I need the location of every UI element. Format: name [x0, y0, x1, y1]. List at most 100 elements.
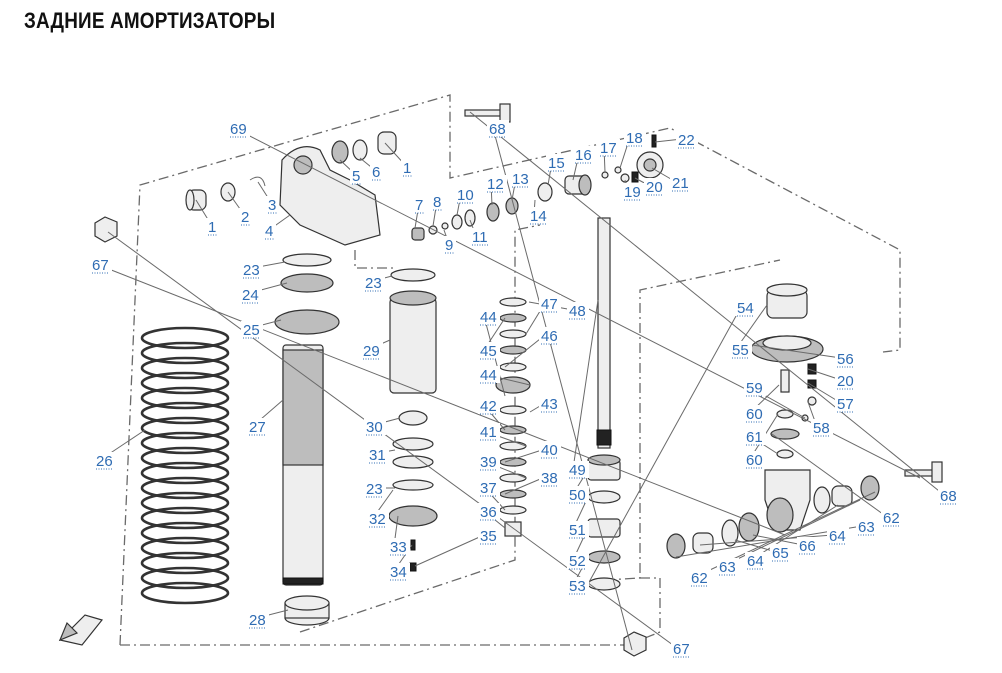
callout-background	[811, 419, 833, 436]
snap-ring-64-right	[813, 486, 831, 514]
callout-background	[241, 261, 263, 278]
bushing-1-right	[377, 131, 397, 155]
part-callout[interactable]: 60	[746, 406, 763, 423]
callout-background	[598, 139, 620, 156]
part-callout[interactable]: 16	[575, 147, 592, 164]
part-callout[interactable]: 23	[365, 275, 382, 292]
part-callout[interactable]: 67	[673, 641, 690, 658]
washer-10	[451, 214, 463, 230]
part-callout[interactable]: 68	[940, 488, 957, 505]
part-callout[interactable]: 29	[363, 343, 380, 360]
leader-line	[504, 476, 546, 495]
part-callout[interactable]: 62	[691, 570, 708, 587]
part-callout[interactable]: 53	[569, 578, 586, 595]
part-callout[interactable]: 17	[600, 140, 617, 157]
part-callout[interactable]: 32	[369, 511, 386, 528]
spring-coil	[140, 581, 230, 605]
part-callout[interactable]: 43	[541, 396, 558, 413]
part-callout[interactable]: 9	[445, 237, 453, 254]
part-callout[interactable]: 18	[626, 130, 643, 147]
callout-background	[443, 236, 456, 253]
part-callout[interactable]: 58	[813, 420, 830, 437]
part-callout[interactable]: 21	[672, 175, 689, 192]
part-callout[interactable]: 44	[480, 367, 497, 384]
part-callout[interactable]: 66	[799, 538, 816, 555]
part-callout[interactable]: 47	[541, 296, 558, 313]
part-callout[interactable]: 19	[624, 184, 641, 201]
part-callout[interactable]: 59	[746, 380, 763, 397]
part-callout[interactable]: 51	[569, 522, 586, 539]
part-callout[interactable]: 22	[678, 132, 695, 149]
part-callout[interactable]: 1	[208, 219, 216, 236]
part-callout[interactable]: 37	[480, 480, 497, 497]
part-callout[interactable]: 63	[719, 559, 736, 576]
part-callout[interactable]: 69	[230, 121, 247, 138]
snap-ring-64-left	[721, 519, 739, 547]
callout-background	[470, 228, 492, 245]
spring-coil	[140, 326, 230, 350]
part-callout[interactable]: 28	[249, 612, 266, 629]
part-callout[interactable]: 30	[366, 419, 383, 436]
part-callout[interactable]: 24	[242, 287, 259, 304]
part-callout[interactable]: 40	[541, 442, 558, 459]
part-callout[interactable]: 65	[772, 545, 789, 562]
part-callout[interactable]: 62	[883, 510, 900, 527]
washer-6	[352, 139, 368, 161]
part-callout[interactable]: 6	[372, 164, 380, 181]
part-callout[interactable]: 11	[472, 229, 488, 246]
callout-background	[478, 397, 500, 414]
part-callout[interactable]: 33	[390, 539, 407, 556]
part-callout[interactable]: 67	[92, 257, 109, 274]
part-callout[interactable]: 27	[249, 419, 266, 436]
cap-34	[409, 562, 417, 572]
part-callout[interactable]: 5	[352, 168, 360, 185]
part-callout[interactable]: 3	[268, 197, 276, 214]
part-callout[interactable]: 56	[837, 351, 854, 368]
part-callout[interactable]: 26	[96, 453, 113, 470]
part-callout[interactable]: 36	[480, 504, 497, 521]
part-callout[interactable]: 35	[480, 528, 497, 545]
part-callout[interactable]: 64	[829, 528, 846, 545]
part-callout[interactable]: 15	[548, 155, 565, 172]
spring-coil	[140, 371, 230, 395]
part-callout[interactable]: 45	[480, 343, 497, 360]
part-callout[interactable]: 14	[530, 208, 547, 225]
part-callout[interactable]: 8	[433, 194, 441, 211]
part-callout[interactable]: 39	[480, 454, 497, 471]
part-callout[interactable]: 46	[541, 328, 558, 345]
part-callout[interactable]: 44	[480, 309, 497, 326]
part-callout[interactable]: 52	[569, 553, 586, 570]
part-callout[interactable]: 57	[837, 396, 854, 413]
part-callout[interactable]: 64	[747, 553, 764, 570]
part-callout[interactable]: 61	[746, 429, 763, 446]
front-arrow-icon	[58, 614, 104, 646]
part-callout[interactable]: 12	[487, 176, 504, 193]
part-callout[interactable]: 42	[480, 398, 497, 415]
part-callout[interactable]: 48	[569, 303, 586, 320]
part-callout[interactable]: 1	[403, 160, 411, 177]
part-callout[interactable]: 50	[569, 487, 586, 504]
part-callout[interactable]: 25	[243, 322, 260, 339]
part-callout[interactable]: 20	[837, 373, 854, 390]
part-callout[interactable]: 10	[457, 187, 474, 204]
part-callout[interactable]: 60	[746, 452, 763, 469]
part-callout[interactable]: 63	[858, 519, 875, 536]
part-callout[interactable]: 13	[512, 171, 529, 188]
part-callout[interactable]: 23	[366, 481, 383, 498]
part-callout[interactable]: 38	[541, 470, 558, 487]
part-callout[interactable]: 41	[480, 424, 497, 441]
disc-61	[770, 428, 800, 440]
part-callout[interactable]: 4	[265, 223, 273, 240]
part-callout[interactable]: 20	[646, 179, 663, 196]
valve-59	[780, 369, 790, 393]
part-callout[interactable]: 23	[243, 262, 260, 279]
valve-33	[410, 539, 416, 551]
part-callout[interactable]: 54	[737, 300, 754, 317]
part-callout[interactable]: 68	[489, 121, 506, 138]
part-callout[interactable]: 55	[732, 342, 749, 359]
part-callout[interactable]: 34	[390, 564, 407, 581]
part-callout[interactable]: 31	[369, 447, 386, 464]
part-callout[interactable]: 7	[415, 197, 423, 214]
part-callout[interactable]: 49	[569, 462, 586, 479]
part-callout[interactable]: 2	[241, 209, 249, 226]
